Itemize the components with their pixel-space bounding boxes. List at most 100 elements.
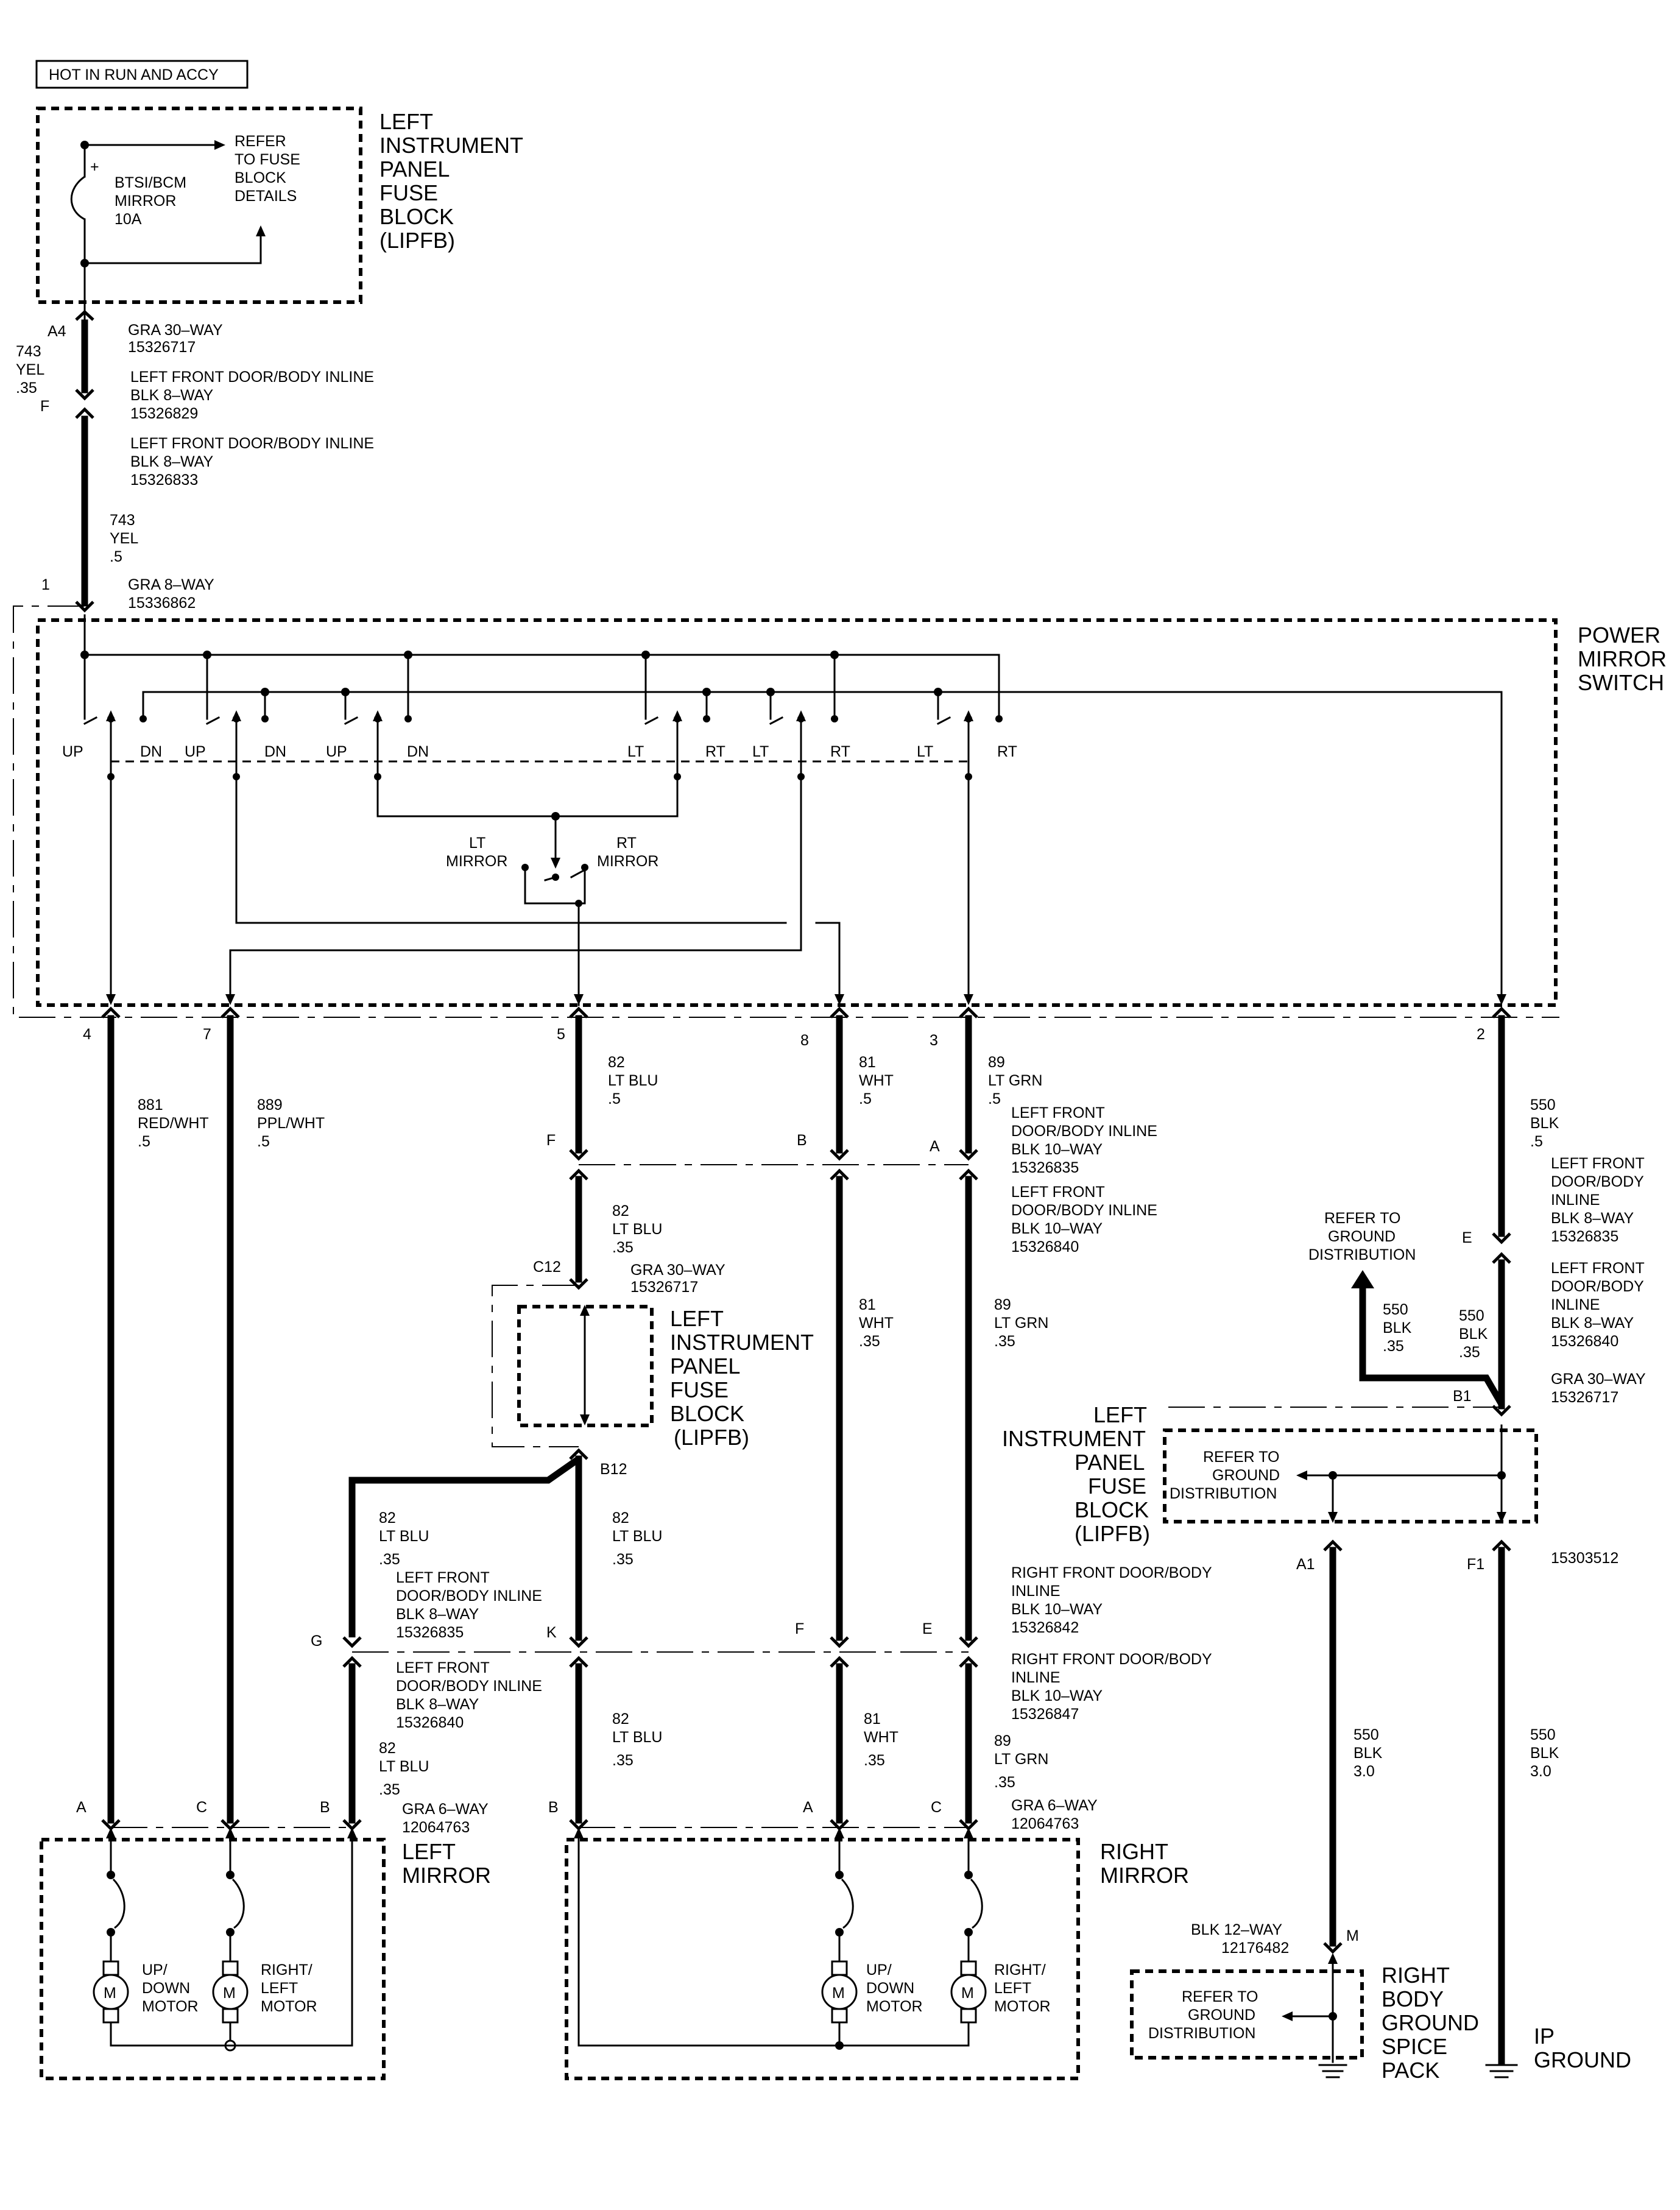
wire-label: .5 xyxy=(608,1090,621,1107)
row2-connectors: 82 LT BLU .35 82 LT BLU .35 LEFT FRONT D… xyxy=(311,1509,1212,1731)
refer-text: REFER TO xyxy=(1324,1210,1401,1227)
wire-label: .35 xyxy=(16,380,37,397)
motor-label: LEFT xyxy=(994,1980,1031,1997)
connector-label: DOOR/BODY INLINE xyxy=(1011,1202,1157,1219)
connector-label: GRA 6–WAY xyxy=(402,1801,489,1818)
wire-label: 881 xyxy=(138,1096,163,1114)
motor-icon xyxy=(821,1974,858,2010)
switch-name: MIRROR xyxy=(1578,646,1667,671)
fuse-block-name: INSTRUMENT xyxy=(379,133,523,158)
fuse-block-name: BLOCK xyxy=(670,1401,744,1426)
wire-label: LT BLU xyxy=(612,1221,662,1238)
motor-label: DOWN xyxy=(866,1980,914,1997)
wire-label: 89 xyxy=(994,1732,1011,1749)
motor-label: UP/ xyxy=(866,1961,892,1979)
pin-label: C xyxy=(196,1799,207,1816)
wire-label: 81 xyxy=(864,1710,881,1728)
motor-label: UP/ xyxy=(142,1961,168,1979)
connector-label: INLINE xyxy=(1551,1296,1600,1313)
connector-label: RIGHT FRONT DOOR/BODY xyxy=(1011,1564,1212,1581)
wire-label: 550 xyxy=(1530,1096,1556,1114)
wire-label: 81 xyxy=(859,1296,876,1313)
fuse-block-name: INSTRUMENT xyxy=(670,1330,814,1355)
fuse-block-name: (LIPFB) xyxy=(1075,1521,1150,1546)
mirror-name: MIRROR xyxy=(1100,1863,1189,1888)
fuse-block-name: BLOCK xyxy=(1075,1497,1149,1522)
wire-label: YEL xyxy=(16,361,44,378)
connector-label: BLK 8–WAY xyxy=(1551,1210,1634,1227)
refer-text: GROUND xyxy=(1212,1467,1280,1484)
pin-label: 3 xyxy=(930,1032,938,1049)
switch-label-rt: RT xyxy=(705,743,725,760)
connector-label: BLK 12–WAY xyxy=(1191,1921,1282,1938)
switch-label-lt: LT xyxy=(627,743,644,760)
wire-label: .35 xyxy=(379,1781,400,1798)
pin-label: 2 xyxy=(1477,1026,1485,1043)
connector-label: 15326829 xyxy=(130,405,198,422)
pin-label: B xyxy=(320,1799,330,1816)
refer-text: REFER xyxy=(235,133,286,150)
pin-label: M xyxy=(1346,1927,1359,1944)
connector-label: DOOR/BODY xyxy=(1551,1173,1644,1190)
ip-ground: IP GROUND xyxy=(1485,2024,1631,2078)
connector-label: 15326717 xyxy=(1551,1389,1618,1406)
connector-label: INLINE xyxy=(1011,1669,1061,1686)
fuse-block-right: REFER TO GROUND DISTRIBUTION LEFT INSTRU… xyxy=(1002,1402,1618,1573)
mirror-name: RIGHT xyxy=(1100,1839,1168,1864)
connector-label: 15326717 xyxy=(128,339,196,356)
fuse-block-top: + BTSI/BCM MIRROR 10A REFER TO FUSE BLOC… xyxy=(36,107,523,321)
fuse-block-name: LEFT xyxy=(670,1306,724,1331)
connector-label: 15326840 xyxy=(1011,1238,1079,1255)
connector-label: 15336862 xyxy=(128,595,196,612)
motor-icon xyxy=(950,1974,987,2010)
connector-label: DOOR/BODY INLINE xyxy=(1011,1123,1157,1140)
connector-label: INLINE xyxy=(1011,1583,1061,1600)
switch-label-lt: LT xyxy=(917,743,933,760)
lower-labels: 82 LT BLU .35 82 LT BLU .35 81 WHT .35 8… xyxy=(76,1710,1559,1836)
pin-label: 7 xyxy=(203,1026,211,1043)
wire-label: 550 xyxy=(1383,1301,1408,1318)
fuse-block-name: FUSE xyxy=(379,180,438,205)
connector-label: BLK 10–WAY xyxy=(1011,1141,1103,1158)
fuse-block-name: FUSE xyxy=(1088,1474,1146,1499)
ground-icon xyxy=(1485,2064,1518,2078)
wire-label: 82 xyxy=(379,1509,396,1527)
pin-label: B12 xyxy=(600,1461,627,1478)
wire-label: WHT xyxy=(859,1315,894,1332)
wire-label: .35 xyxy=(864,1752,885,1769)
switch-label-dn: DN xyxy=(264,743,286,760)
connector-label: BLK 8–WAY xyxy=(396,1696,479,1713)
wire-label: PPL/WHT xyxy=(257,1115,325,1132)
fuse-name: MIRROR xyxy=(115,192,176,210)
row1-connectors: F B A LEFT FRONT DOOR/BODY INLINE BLK 10… xyxy=(546,1104,1645,1350)
connector-label: LEFT FRONT xyxy=(1551,1155,1645,1172)
connector-label: 15326833 xyxy=(130,471,198,489)
wire-label: .5 xyxy=(257,1133,270,1150)
pin-label: A xyxy=(803,1799,813,1816)
feed-wire-743: A4 743 YEL .35 F GRA 30–WAY 15326717 LEF… xyxy=(16,309,374,613)
wire-label: 82 xyxy=(612,1202,629,1220)
fuse-block-name: (LIPFB) xyxy=(674,1425,749,1450)
connector-label: 12064763 xyxy=(402,1819,470,1836)
wire-label: BLK xyxy=(1459,1326,1488,1343)
switch-name: SWITCH xyxy=(1578,670,1664,695)
wire-label: 743 xyxy=(16,343,41,360)
wire-label: 3.0 xyxy=(1530,1763,1551,1780)
wire-label: .35 xyxy=(612,1551,634,1568)
connector-label: 15326835 xyxy=(1011,1159,1079,1176)
connector-label: 15326717 xyxy=(630,1279,698,1296)
connector-label: INLINE xyxy=(1551,1191,1600,1209)
wire-label: .35 xyxy=(1459,1344,1480,1361)
motor-label: LEFT xyxy=(261,1980,298,1997)
connector-label: LEFT FRONT xyxy=(1551,1260,1645,1277)
connector-label: RIGHT FRONT DOOR/BODY xyxy=(1011,1651,1212,1668)
wire-label: BLK xyxy=(1354,1745,1383,1762)
wire-label: LT BLU xyxy=(612,1528,662,1545)
fuse-block-name: PANEL xyxy=(670,1354,740,1379)
motor-label: MOTOR xyxy=(866,1998,923,2015)
connector-label: GRA 6–WAY xyxy=(1011,1797,1098,1814)
wire-label: .5 xyxy=(138,1133,150,1150)
motor-symbol: M xyxy=(961,1985,974,2002)
connector-label: 15326842 xyxy=(1011,1619,1079,1636)
ip-ground-label: IP xyxy=(1534,2024,1555,2049)
